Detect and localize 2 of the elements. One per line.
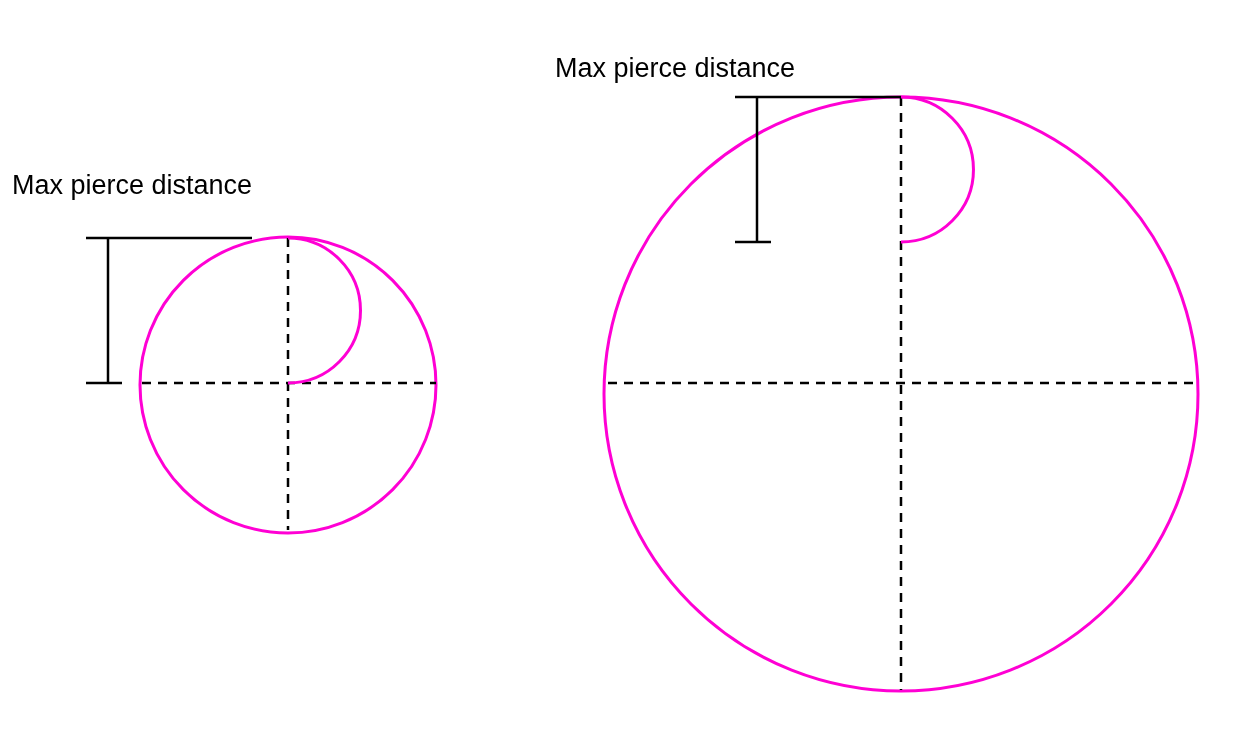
dimension-label: Max pierce distance — [12, 172, 253, 199]
dimension-label: Max pierce distance — [555, 55, 796, 82]
